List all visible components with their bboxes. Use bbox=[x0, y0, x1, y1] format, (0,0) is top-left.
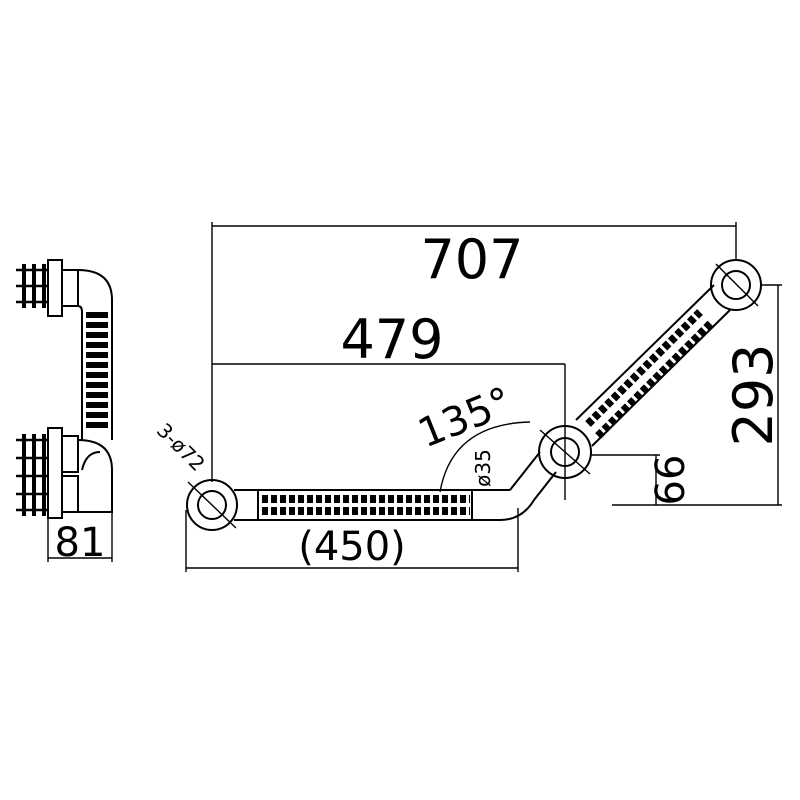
center-width-label: 479 bbox=[340, 308, 443, 371]
overall-width-label: 707 bbox=[420, 228, 523, 291]
side-elbow-inner bbox=[77, 305, 83, 440]
left-flange-inner bbox=[197, 490, 227, 520]
depth-label: 81 bbox=[55, 520, 106, 566]
side-elbow-outer bbox=[77, 269, 113, 440]
angle-arc bbox=[439, 421, 531, 493]
bend-lower-edge bbox=[499, 471, 557, 521]
side-bottom-curve bbox=[81, 451, 101, 471]
bend-upper-edge bbox=[509, 451, 541, 491]
right-flange-inner bbox=[721, 270, 751, 300]
side-bottom-elbow bbox=[77, 439, 113, 513]
flange-spec-label: 3-ø72 bbox=[152, 418, 210, 476]
rise-label: 66 bbox=[648, 455, 694, 506]
angled-height-label: 293 bbox=[722, 343, 785, 446]
side-bottom-collar bbox=[61, 475, 79, 513]
tube-diameter-label: ø35 bbox=[471, 449, 495, 487]
angle-label: 135° bbox=[412, 379, 519, 458]
side-top-flange bbox=[47, 259, 63, 317]
side-bottom-screws bbox=[16, 434, 48, 516]
side-bottom-flange bbox=[47, 427, 63, 519]
straight-length-label: (450) bbox=[298, 524, 406, 570]
side-top-screws bbox=[16, 264, 48, 308]
angled-grip-beads-lower bbox=[595, 319, 715, 439]
right-flange-outer bbox=[710, 259, 762, 311]
side-view: 81 bbox=[16, 259, 113, 566]
side-mid-collar bbox=[61, 435, 79, 473]
front-view: 707 479 293 66 135° ø35 3-ø72 (450) bbox=[152, 222, 785, 572]
angled-bar-upper bbox=[575, 284, 715, 421]
side-top-collar bbox=[61, 269, 79, 307]
angled-grip-beads-upper bbox=[585, 309, 703, 427]
